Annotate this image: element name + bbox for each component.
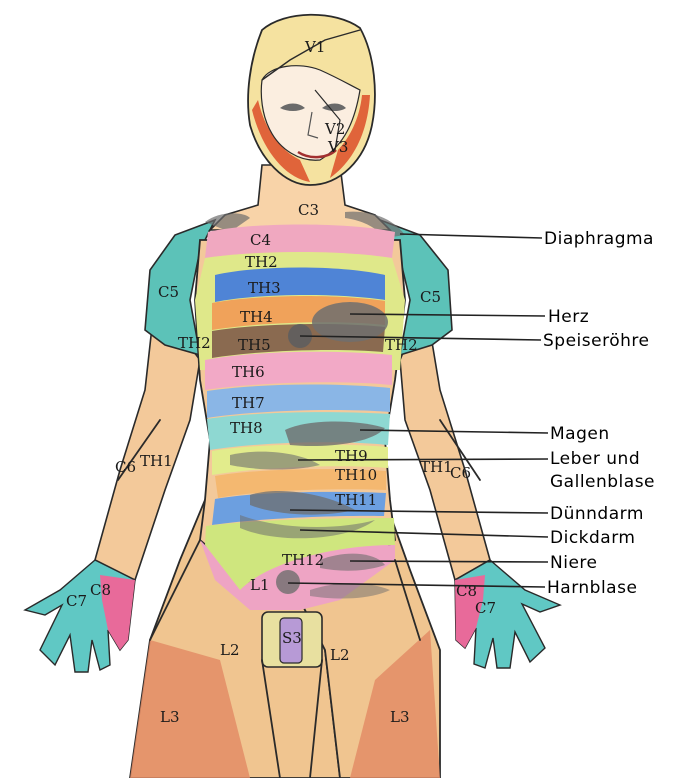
label-th1-right: TH1: [420, 458, 453, 476]
label-th5: TH5: [238, 336, 271, 354]
organ-speiseroehre: Speiseröhre: [543, 331, 649, 351]
leader-niere: [350, 561, 548, 562]
label-c4: C4: [250, 231, 271, 249]
label-l2-right: L2: [330, 646, 350, 664]
label-v3: V3: [327, 138, 348, 156]
label-th2-top: TH2: [245, 253, 278, 271]
leader-leber: [298, 459, 548, 460]
label-l3-left: L3: [160, 708, 180, 726]
label-th2-left: TH2: [178, 334, 211, 352]
label-th7: TH7: [232, 394, 265, 412]
organ-dickdarm: Dickdarm: [550, 528, 635, 548]
label-th2-right: TH2: [385, 336, 418, 354]
label-th10: TH10: [335, 466, 377, 484]
organ-duenndarm: Dünndarm: [550, 504, 644, 524]
label-th9: TH9: [335, 447, 368, 465]
organ-magen: Magen: [550, 424, 610, 444]
organ-diaphragma: Diaphragma: [544, 229, 654, 249]
label-v1: V1: [304, 38, 325, 56]
label-s3: S3: [282, 629, 302, 647]
organ-herz: Herz: [548, 307, 589, 327]
organ-niere: Niere: [550, 553, 597, 573]
label-th6: TH6: [232, 363, 265, 381]
label-th3: TH3: [248, 279, 281, 297]
label-l2-left: L2: [220, 641, 240, 659]
label-th11: TH11: [335, 491, 377, 509]
label-c5-right: C5: [420, 288, 441, 306]
label-th12: TH12: [282, 551, 324, 569]
label-l1: L1: [250, 576, 270, 594]
organ-harnblase: Harnblase: [547, 578, 637, 598]
label-c7-left: C7: [66, 592, 87, 610]
label-c7-right: C7: [475, 599, 496, 617]
label-c6-right: C6: [450, 464, 471, 482]
organ-leber-line1: Leber und: [550, 449, 640, 469]
organ-leber-line2: Gallenblase: [550, 472, 655, 492]
label-c6-left: C6: [115, 458, 136, 476]
label-c5-left: C5: [158, 283, 179, 301]
label-th1-left: TH1: [140, 452, 173, 470]
label-c8-left: C8: [90, 581, 111, 599]
label-c3: C3: [298, 201, 319, 219]
harnblase-shape: [276, 570, 300, 594]
label-th8: TH8: [230, 419, 263, 437]
label-c8-right: C8: [456, 582, 477, 600]
label-l3-right: L3: [390, 708, 410, 726]
label-th4: TH4: [240, 308, 273, 326]
label-v2: V2: [324, 120, 345, 138]
